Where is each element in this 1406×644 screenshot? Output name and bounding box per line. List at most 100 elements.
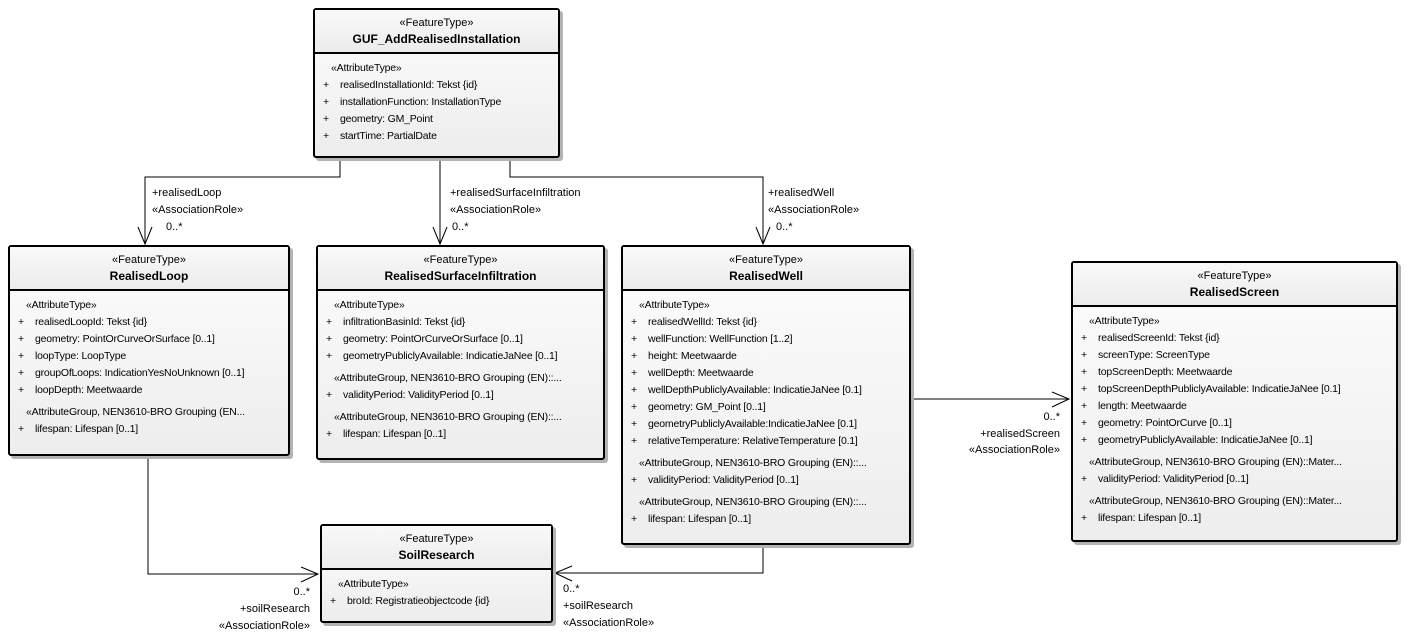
class-stereotype: «FeatureType»	[399, 17, 474, 29]
attribute-group-label: «AttributeType»	[331, 62, 402, 74]
attribute-row: +geometryPubliclyAvailable: IndicatieJaN…	[326, 350, 558, 362]
class-header: «FeatureType» SoilResearch	[322, 526, 551, 570]
association-stereotype-label: «AssociationRole»	[563, 617, 655, 629]
class-box-soil-research: «FeatureType» SoilResearch «AttributeTyp…	[320, 524, 553, 623]
class-name: RealisedLoop	[109, 269, 189, 283]
class-stereotype: «FeatureType»	[399, 533, 474, 545]
attribute-group-label: «AttributeType»	[26, 299, 97, 311]
association-multiplicity-label: 0..*	[776, 221, 793, 233]
attribute-group-label: «AttributeType»	[1089, 315, 1160, 327]
attribute-row: +lifespan: Lifespan [0..1]	[326, 428, 446, 440]
association-stereotype-label: «AssociationRole»	[450, 204, 542, 216]
attribute-row: +geometryPubliclyAvailable: IndicatieJaN…	[1081, 434, 1313, 446]
class-attribute-compartment: «AttributeType» +infiltrationBasinId: Tek…	[318, 291, 603, 443]
attribute-row: +relativeTemperature: RelativeTemperatur…	[631, 435, 858, 447]
class-stereotype: «FeatureType»	[729, 254, 803, 266]
class-box-realised-surface-infiltration: «FeatureType» RealisedSurfaceInfiltratio…	[316, 245, 605, 460]
class-name: RealisedWell	[729, 269, 803, 283]
attribute-row: +length: Meetwaarde	[1081, 400, 1187, 412]
attribute-row: +realisedLoopId: Tekst {id}	[18, 316, 147, 328]
association-realised-loop	[137, 158, 341, 246]
attribute-row: +lifespan: Lifespan [0..1]	[18, 423, 138, 435]
association-multiplicity-label: 0..*	[293, 586, 310, 598]
class-header: «FeatureType» RealisedSurfaceInfiltratio…	[318, 247, 603, 291]
attribute-row: +geometry: GM_Point [0..1]	[631, 401, 766, 413]
attribute-row: +geometryPubliclyAvailable:IndicatieJaNe…	[631, 418, 857, 430]
attribute-row: +loopType: LoopType	[18, 350, 126, 362]
attribute-row: +screenType: ScreenType	[1081, 349, 1210, 361]
attribute-row: +startTime: PartialDate	[323, 130, 437, 142]
class-box-realised-well: «FeatureType» RealisedWell «AttributeTyp…	[621, 245, 911, 545]
class-box-guf-add-realised-installation: «FeatureType» GUF_AddRealisedInstallatio…	[313, 8, 560, 158]
association-role-label: +realisedWell	[768, 187, 835, 199]
attribute-row: +geometry: PointOrCurve [0..1]	[1081, 417, 1232, 429]
attribute-row: +geometry: PointOrCurveOrSurface [0..1]	[18, 333, 215, 345]
open-arrow-down-icon	[137, 226, 153, 246]
open-arrow-left-icon	[553, 565, 573, 582]
attribute-row: +lifespan: Lifespan [0..1]	[631, 513, 751, 525]
attribute-group-label: «AttributeGroup, NEN3610-BRO Grouping (E…	[26, 406, 245, 418]
class-header: «FeatureType» RealisedScreen	[1073, 263, 1396, 307]
class-stereotype: «FeatureType»	[112, 254, 186, 266]
attribute-row: +wellDepthPubliclyAvailable: IndicatieJa…	[631, 384, 862, 396]
association-role-label: +realisedScreen	[980, 428, 1060, 440]
association-role-label: +realisedSurfaceInfiltration	[450, 187, 581, 199]
class-box-realised-screen: «FeatureType» RealisedScreen «AttributeT…	[1071, 261, 1398, 542]
attribute-group-label: «AttributeGroup, NEN3610-BRO Grouping (E…	[1089, 456, 1342, 468]
class-attribute-compartment: «AttributeType» +realisedWellId: Tekst {i…	[623, 291, 909, 528]
association-stereotype-label: «AssociationRole»	[218, 620, 310, 632]
attribute-row: +broId: Registratieobjectcode {id}	[330, 595, 490, 607]
class-stereotype: «FeatureType»	[423, 254, 498, 266]
association-stereotype-label: «AssociationRole»	[152, 204, 244, 216]
class-box-realised-loop: «FeatureType» RealisedLoop «AttributeTyp…	[8, 245, 290, 456]
attribute-row: +validityPeriod: ValidityPeriod [0..1]	[1081, 473, 1249, 485]
attribute-row: +validityPeriod: ValidityPeriod [0..1]	[631, 474, 799, 486]
attribute-row: +infiltrationBasinId: Tekst {id}	[326, 316, 466, 328]
attribute-group-label: «AttributeGroup, NEN3610-BRO Grouping (E…	[639, 496, 867, 508]
association-multiplicity-label: 0..*	[452, 221, 469, 233]
attribute-group-label: «AttributeGroup, NEN3610-BRO Grouping (E…	[1089, 495, 1342, 507]
class-stereotype: «FeatureType»	[1197, 270, 1272, 282]
association-role-label: +soilResearch	[563, 600, 634, 612]
association-realised-well	[509, 158, 771, 246]
association-soil-research-from-loop	[147, 456, 320, 583]
attribute-group-label: «AttributeType»	[639, 299, 710, 311]
open-arrow-right-icon	[1051, 391, 1071, 408]
attribute-row: +loopDepth: Meetwaarde	[18, 384, 143, 396]
association-multiplicity-label: 0..*	[166, 221, 183, 233]
open-arrow-down-icon	[432, 226, 448, 246]
attribute-row: +wellDepth: Meetwaarde	[631, 367, 754, 379]
attribute-row: +topScreenDepthPubliclyAvailable: Indica…	[1081, 383, 1341, 395]
association-stereotype-label: «AssociationRole»	[768, 204, 860, 216]
attribute-row: +realisedInstallationId: Tekst {id}	[323, 79, 478, 91]
class-header: «FeatureType» RealisedWell	[623, 247, 909, 291]
association-role-label: +realisedLoop	[152, 187, 222, 199]
attribute-row: +realisedWellId: Tekst {id}	[631, 316, 757, 328]
attribute-row: +validityPeriod: ValidityPeriod [0..1]	[326, 389, 494, 401]
attribute-row: +topScreenDepth: Meetwaarde	[1081, 366, 1233, 378]
attribute-group-label: «AttributeGroup, NEN3610-BRO Grouping (E…	[334, 411, 562, 423]
class-name: GUF_AddRealisedInstallation	[352, 32, 521, 46]
attribute-row: +geometry: GM_Point	[323, 113, 433, 125]
attribute-row: +realisedScreenId: Tekst {id}	[1081, 332, 1220, 344]
attribute-row: +lifespan: Lifespan [0..1]	[1081, 512, 1201, 524]
association-soil-research-from-well	[553, 545, 764, 582]
attribute-row: +height: Meetwaarde	[631, 350, 737, 362]
class-name: SoilResearch	[398, 548, 475, 562]
attribute-group-label: «AttributeType»	[334, 299, 405, 311]
attribute-group-label: «AttributeGroup, NEN3610-BRO Grouping (E…	[334, 372, 562, 384]
class-header: «FeatureType» RealisedLoop	[10, 247, 288, 291]
association-realised-screen	[911, 391, 1071, 408]
association-role-label: +soilResearch	[239, 603, 310, 615]
association-multiplicity-label: 0..*	[1043, 411, 1060, 423]
attribute-row: +groupOfLoops: IndicationYesNoUnknown [0…	[18, 367, 245, 379]
association-stereotype-label: «AssociationRole»	[968, 444, 1060, 456]
association-realised-surface-infiltration	[432, 158, 448, 246]
attribute-row: +geometry: PointOrCurveOrSurface [0..1]	[326, 333, 523, 345]
class-attribute-compartment: «AttributeType» +realisedInstallationId: …	[315, 54, 558, 145]
class-attribute-compartment: «AttributeType» +realisedLoopId: Tekst {i…	[10, 291, 288, 438]
open-arrow-down-icon	[755, 226, 771, 246]
association-multiplicity-label: 0..*	[563, 583, 580, 595]
